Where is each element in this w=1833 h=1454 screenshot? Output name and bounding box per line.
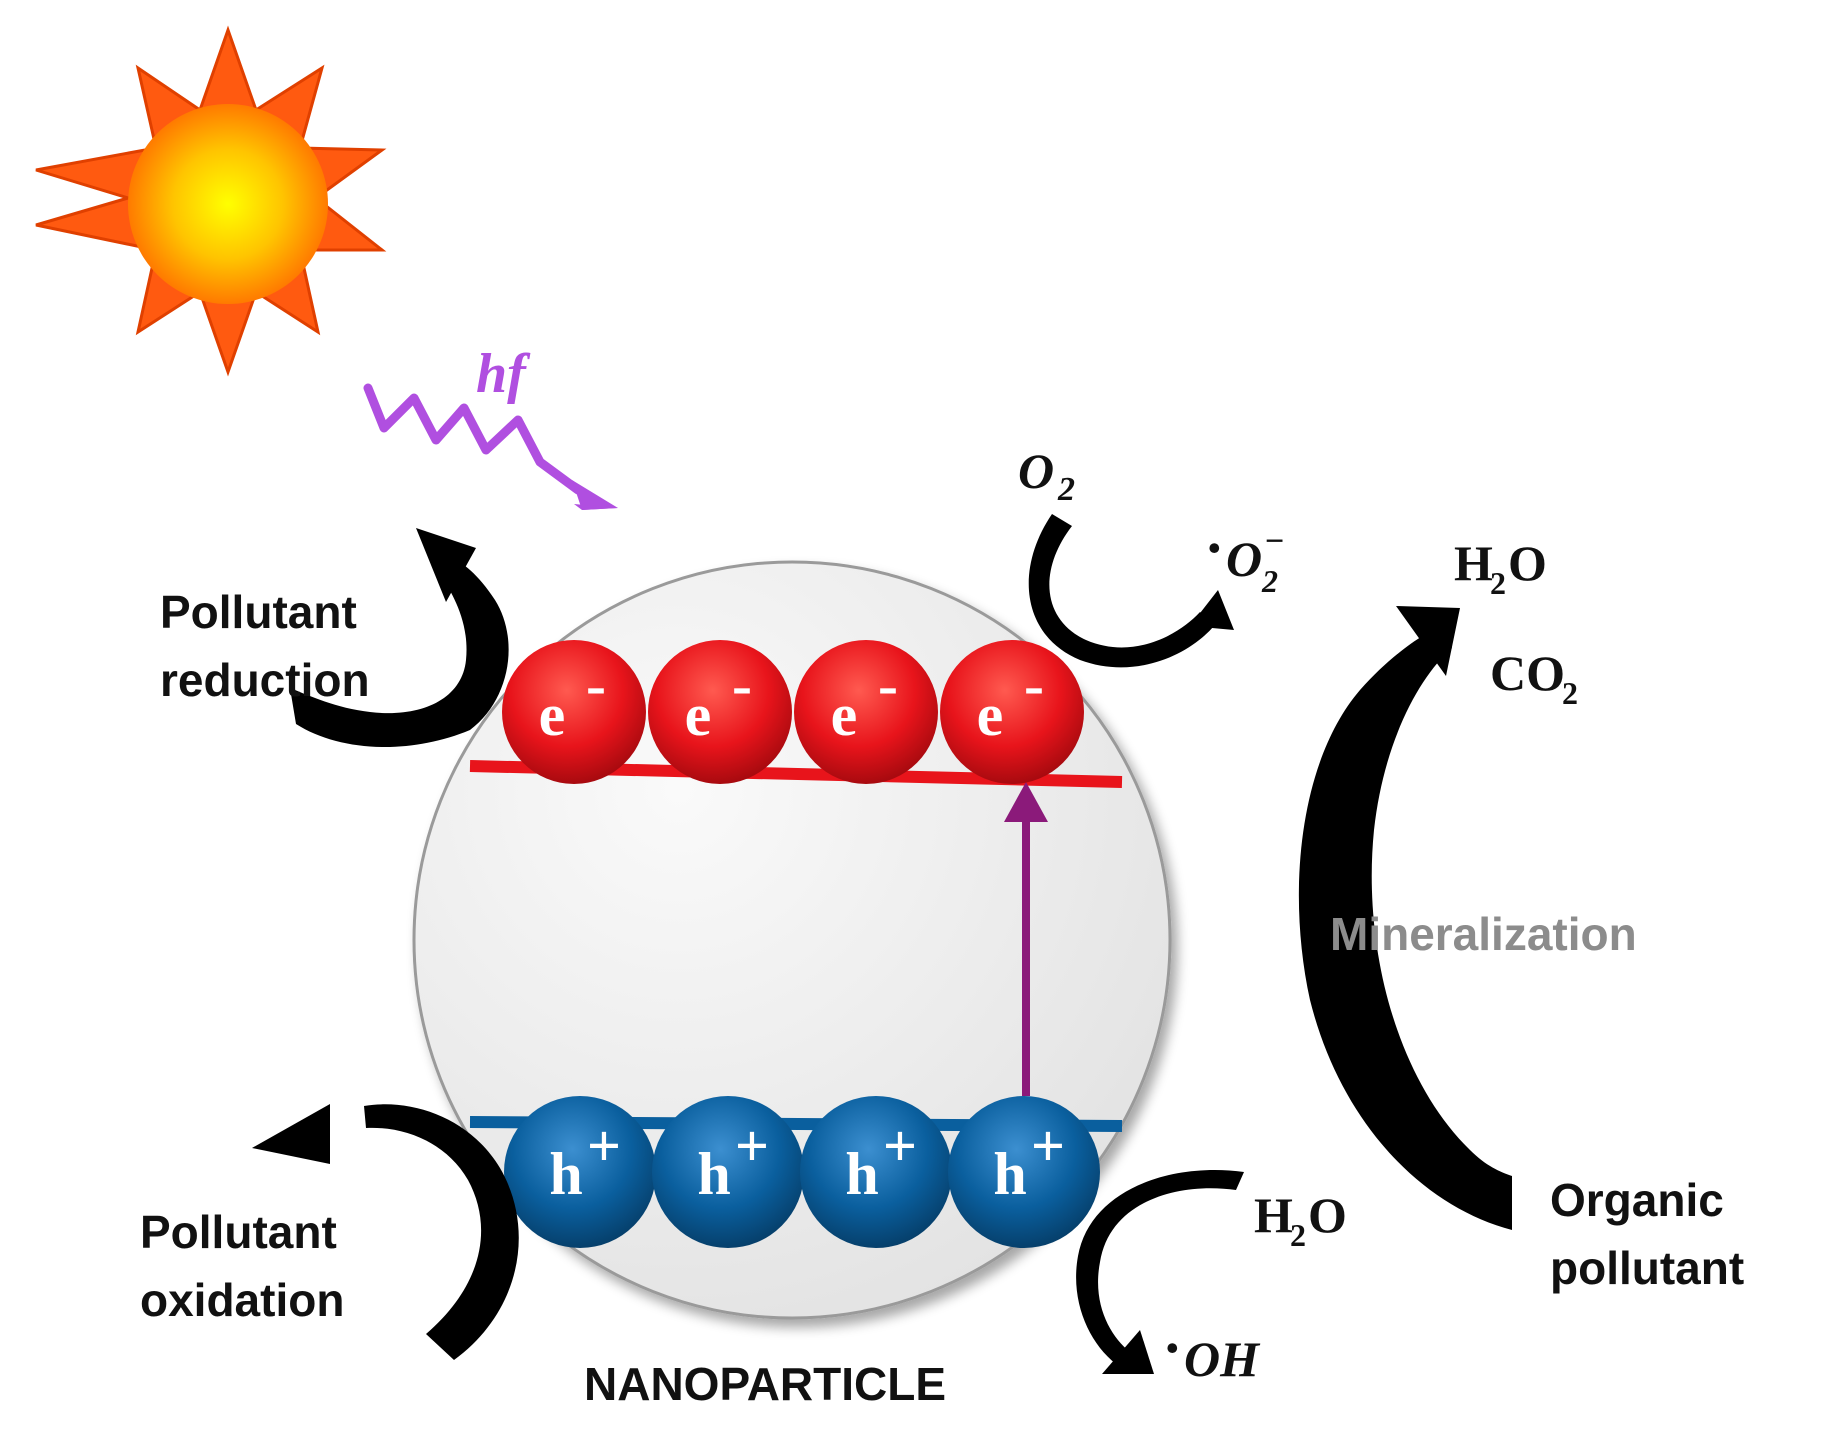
nanoparticle-label: NANOPARTICLE [584,1358,946,1410]
organic-pollutant-label: pollutant [1550,1242,1744,1294]
oxygen-species: O 2 [1018,443,1075,508]
svg-text:O: O [1018,443,1054,499]
svg-text:-: - [586,652,606,718]
electron: e - [502,640,646,784]
svg-text:h: h [845,1141,878,1207]
water-reactant-species: H 2 O [1254,1187,1347,1253]
svg-text:e: e [539,682,566,748]
svg-text:OH: OH [1184,1331,1261,1387]
svg-text:+: + [1031,1113,1065,1179]
co2-product-species: CO 2 [1490,645,1578,711]
mineralization-label: Mineralization [1330,908,1637,960]
svg-text:h: h [993,1141,1026,1207]
reduction-curved-arrow [290,528,509,748]
svg-text:e: e [977,682,1004,748]
svg-text:O: O [1508,535,1547,591]
mineralization-arrow [1298,606,1512,1230]
pollutant-reduction-label: reduction [160,654,370,706]
svg-text:-: - [732,652,752,718]
svg-text:+: + [735,1113,769,1179]
hole-row: h + h + h + h + [504,1096,1100,1248]
svg-text:h: h [549,1141,582,1207]
svg-text:2: 2 [1562,675,1578,711]
svg-text:-: - [1024,652,1044,718]
svg-text:O: O [1226,531,1262,587]
svg-text:+: + [883,1113,917,1179]
pollutant-reduction-label: Pollutant [160,586,357,638]
svg-text:-: - [878,652,898,718]
svg-text:2: 2 [1290,1217,1306,1253]
photon-label: hf [476,343,531,405]
superoxide-species: • O 2 − [1208,523,1285,599]
svg-text:•: • [1208,528,1221,568]
pollutant-oxidation-label: oxidation [140,1274,344,1326]
water-product-species: H 2 O [1454,535,1547,601]
svg-text:2: 2 [1261,563,1278,599]
pollutant-oxidation-label: Pollutant [140,1206,337,1258]
svg-text:O: O [1308,1187,1347,1243]
hydroxyl-species: • OH [1166,1328,1261,1387]
hole: h + [800,1096,952,1248]
svg-text:e: e [685,682,712,748]
svg-text:−: − [1264,523,1285,560]
svg-text:2: 2 [1057,471,1075,508]
svg-text:+: + [587,1113,621,1179]
svg-text:•: • [1166,1328,1179,1368]
hole: h + [652,1096,804,1248]
svg-text:CO: CO [1490,645,1565,701]
svg-text:h: h [697,1141,730,1207]
hole: h + [948,1096,1100,1248]
svg-text:2: 2 [1490,565,1506,601]
oxidation-curved-arrow [252,1104,519,1360]
svg-text:H: H [1454,535,1493,591]
electron: e - [648,640,792,784]
hole: h + [504,1096,656,1248]
water-oxidation-arrow [1076,1170,1244,1374]
electron-row: e - e - e - e - [502,640,1084,784]
sun-core [128,104,328,304]
oxygen-reduction-arrow [1028,514,1234,668]
electron: e - [794,640,938,784]
svg-text:H: H [1254,1187,1293,1243]
organic-pollutant-label: Organic [1550,1174,1724,1226]
excitation-arrow-head [1004,782,1048,822]
sun-icon [35,25,387,377]
electron: e - [940,640,1084,784]
photon-arrow [363,383,618,510]
svg-text:e: e [831,682,858,748]
